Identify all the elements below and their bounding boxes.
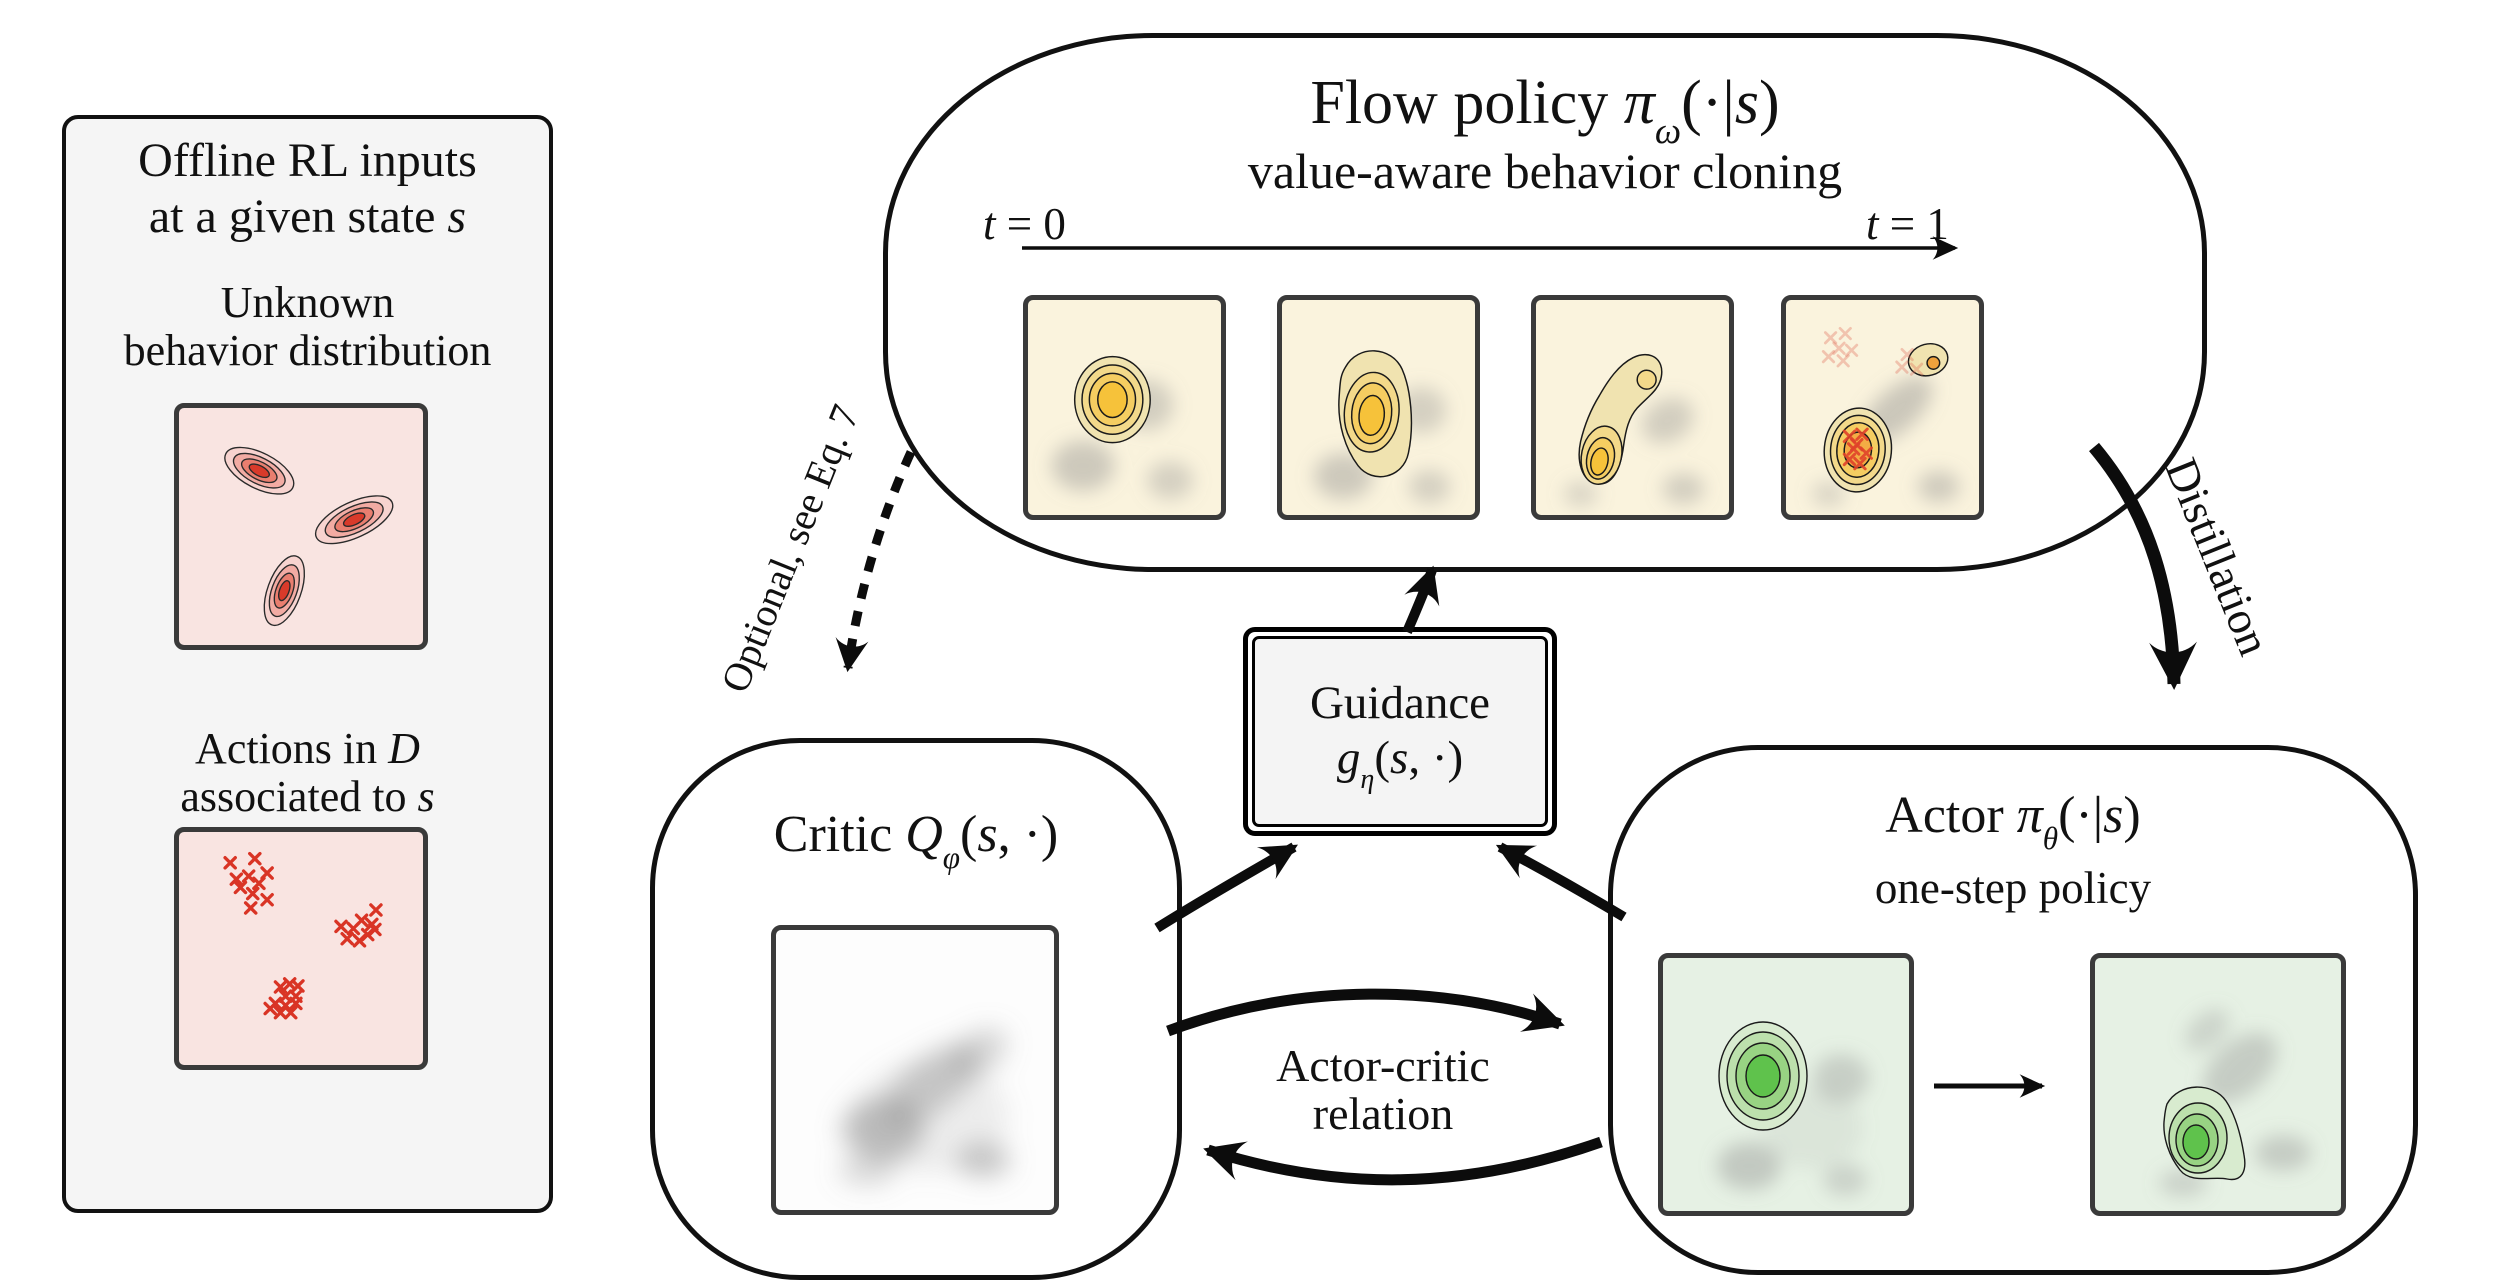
actions-label: Actions in D associated to s — [180, 724, 435, 822]
flow-policy-title: Flow policy πω(·|s) — [1310, 69, 1780, 153]
offline-title-line2: at a given state — [148, 189, 448, 243]
actor-critic-relation-label: Actor-critic relation — [1276, 1040, 1490, 1139]
actor-plot-before — [1658, 953, 1914, 1216]
behavior-contours-graphic — [224, 446, 394, 627]
t1-label: t = 1 — [1866, 199, 1949, 249]
actor-to-critic-arrow — [1203, 1136, 1603, 1186]
dataset-var: D — [388, 724, 420, 773]
actor-container: Actor πθ(·|s) one-step policy — [1608, 745, 2418, 1275]
flow-policy-container: Flow policy πω(·|s) value-aware behavior… — [883, 33, 2207, 572]
critic-value-plot — [771, 925, 1059, 1215]
pi-symbol: π — [1623, 69, 1655, 137]
red-contour-2 — [314, 495, 394, 545]
critic-heatmap-graphic — [838, 1027, 1011, 1187]
t0-label: t = 0 — [983, 199, 1066, 249]
flow-step-2-graphic — [1314, 350, 1451, 504]
flow-policy-subtitle: value-aware behavior cloning — [1247, 143, 1843, 199]
critic-container: Critic Qφ(s, ·) — [650, 738, 1182, 1280]
actor-to-guidance-arrow — [1495, 842, 1627, 922]
guidance-formula: gη(s, ·) — [1336, 731, 1464, 796]
flow-step-plot-2 — [1277, 295, 1480, 520]
optional-eq7-label: Optional, see Eq. 7 — [711, 398, 869, 699]
optional-dashed-arrow — [835, 450, 916, 673]
offline-title-line1: Offline RL inputs — [138, 134, 477, 187]
actions-scatter-plot — [174, 827, 428, 1070]
guidance-box: Guidance gη(s, ·) — [1243, 627, 1557, 836]
actor-title: Actor πθ(·|s) — [1885, 787, 2141, 856]
actor-after-graphic — [2159, 1008, 2311, 1197]
offline-inputs-title: Offline RL inputs at a given state s — [66, 133, 549, 244]
offline-inputs-panel: Offline RL inputs at a given state s Unk… — [62, 115, 553, 1213]
red-contour-3 — [263, 555, 306, 627]
state-var: s — [447, 189, 467, 243]
behavior-distribution-label: Unknown behavior distribution — [123, 278, 492, 376]
behavior-distribution-plot — [174, 403, 428, 650]
flow-step-plot-1 — [1023, 295, 1226, 520]
guidance-to-flow-arrow — [1402, 565, 1440, 634]
red-contour-1 — [224, 446, 295, 495]
flow-step-plot-3 — [1531, 295, 1734, 520]
guidance-title: Guidance — [1309, 676, 1491, 729]
flow-step-4-graphic — [1811, 326, 1960, 507]
flow-step-3-graphic — [1563, 353, 1705, 507]
actor-before-graphic — [1717, 1021, 1869, 1196]
actions-scatter-graphic — [223, 851, 383, 1020]
flow-step-1-graphic — [1051, 355, 1194, 500]
actor-plot-after — [2090, 953, 2346, 1216]
critic-title: Critic Qφ(s, ·) — [773, 806, 1059, 875]
flow-step-plot-4 — [1781, 295, 1984, 520]
state-var: s — [417, 772, 435, 822]
actor-subtitle: one-step policy — [1874, 863, 2152, 913]
critic-to-actor-arrow — [1166, 988, 1565, 1037]
